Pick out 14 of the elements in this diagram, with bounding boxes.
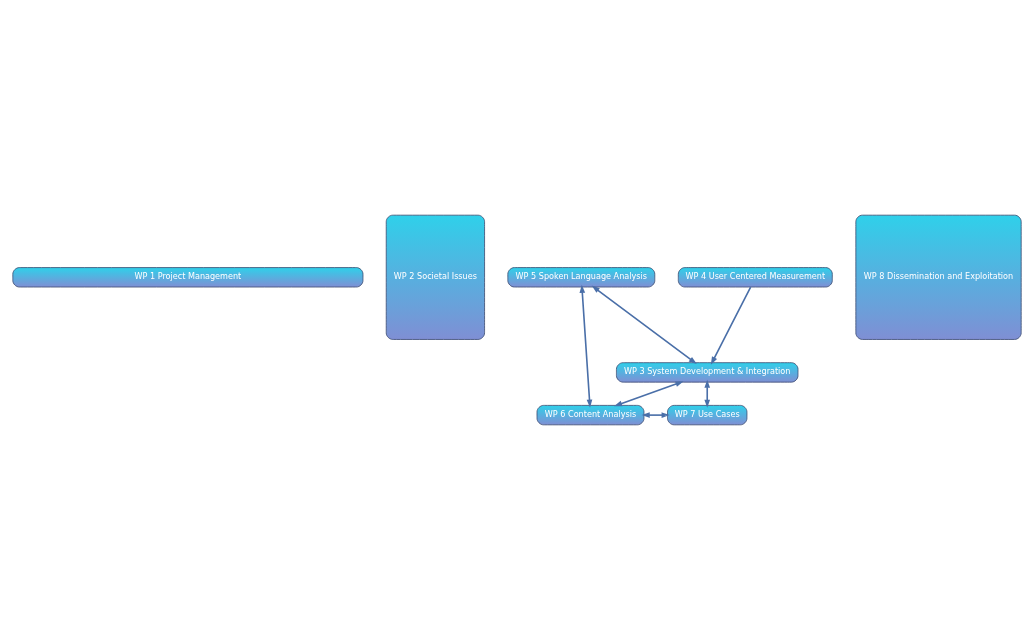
arrow <box>710 285 751 365</box>
node-box: WP 7 Use Cases <box>666 404 747 425</box>
arrow <box>641 411 670 418</box>
node-box: WP 8 Dissemination and Exploitation <box>854 214 1022 340</box>
node-box: WP 1 Project Management <box>11 266 363 287</box>
node-box: WP 5 Spoken Language Analysis <box>506 266 655 287</box>
arrow <box>591 285 697 364</box>
node-box: WP 6 Content Analysis <box>536 404 644 425</box>
node-box: WP 2 Societal Issues <box>385 214 485 340</box>
arrow <box>613 380 684 406</box>
node-box: WP 3 System Development & Integration <box>615 361 798 383</box>
arrow <box>703 379 710 408</box>
arrow <box>579 284 592 408</box>
node-box: WP 4 User Centered Measurement <box>677 266 833 287</box>
